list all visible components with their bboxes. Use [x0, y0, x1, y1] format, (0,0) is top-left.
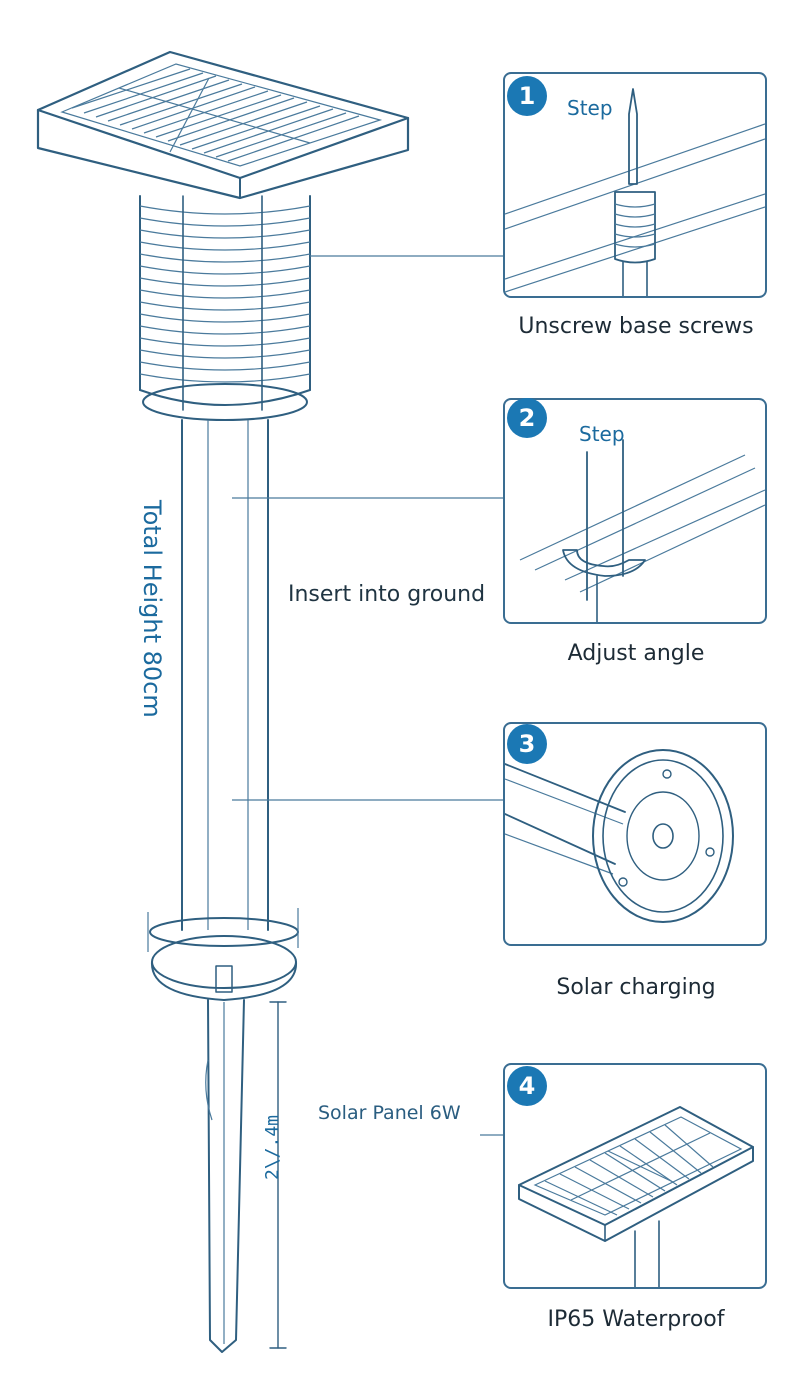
solar-panel-icon: [518, 1106, 754, 1287]
step-4-caption: IP65 Waterproof: [547, 1307, 725, 1332]
step-2-step-word: Step: [579, 422, 625, 446]
solar-panel-callout: Solar Panel 6W: [318, 1102, 461, 1124]
step-4-badge: 4: [507, 1066, 547, 1106]
step-1-step-word: Step: [567, 96, 613, 120]
base-plate-icon: [505, 749, 734, 923]
step-1-caption: Unscrew base screws: [518, 314, 754, 339]
step-1-panel: [503, 72, 767, 298]
insert-ground-callout: Insert into ground: [288, 582, 486, 607]
angle-bracket-icon: [519, 439, 765, 622]
step-1-badge: 1: [507, 76, 547, 116]
leader-lines: [232, 255, 503, 1136]
solar-panel-top: [36, 50, 410, 200]
stake-dimension-line: [269, 1001, 287, 1349]
lamp-pole: [181, 419, 269, 931]
stake-dimension-label: 2\/.4m: [262, 1114, 283, 1180]
base-collar: [147, 908, 299, 1001]
step-4-panel: [503, 1063, 767, 1289]
ground-stake: [205, 999, 245, 1353]
step-2-panel: [503, 398, 767, 624]
stake-screw-icon: [505, 88, 765, 296]
step-2-caption: Adjust angle: [567, 641, 705, 666]
total-height-label: Total Height 80cm: [138, 500, 166, 718]
step-3-badge: 3: [507, 724, 547, 764]
lamp-body: [139, 195, 311, 421]
step-3-panel: [503, 722, 767, 946]
step-2-badge: 2: [507, 398, 547, 438]
step-3-caption: Solar charging: [556, 975, 716, 1000]
